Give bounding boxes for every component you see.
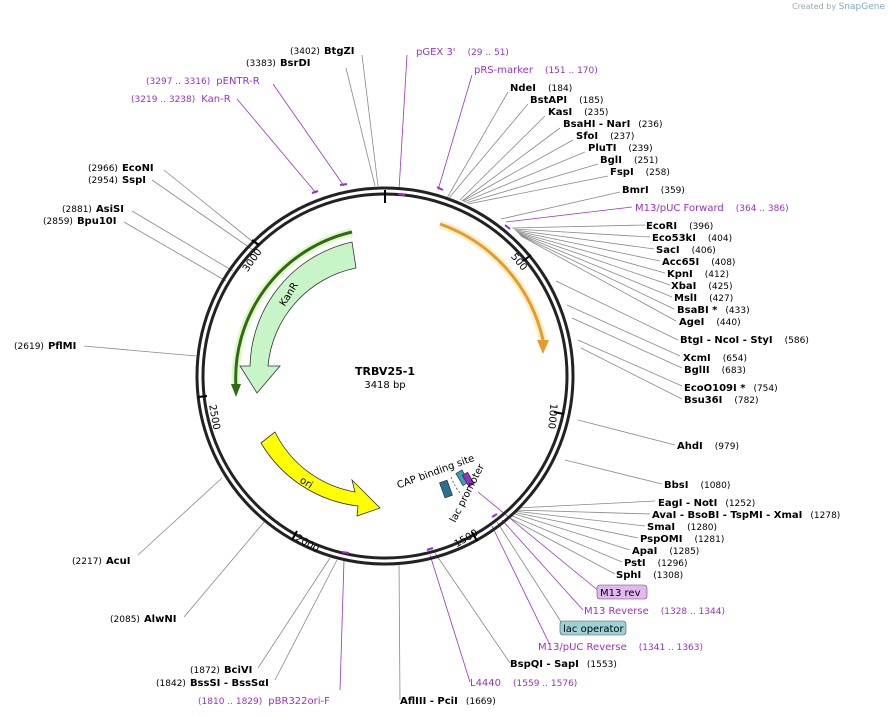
primer-label: M13 Reverse(1328 .. 1344) <box>584 606 725 617</box>
site-label: NdeI(184) <box>510 83 572 94</box>
scale-ticks <box>197 239 565 542</box>
tick-label-2000: 2000 <box>293 533 321 555</box>
site-label: BsaBI *(433) <box>677 305 750 316</box>
tick-label-2500: 2500 <box>206 404 221 431</box>
lac-operator-badge <box>559 620 627 636</box>
lac-operator-label: lac operator <box>563 624 624 635</box>
site-label: KasI(235) <box>548 107 608 118</box>
primer-label: pGEX 3'(29 .. 51) <box>416 47 509 58</box>
site-label: Bsu36I(782) <box>684 395 759 406</box>
site-label: BglI(251) <box>600 155 658 166</box>
primer-label: pRS-marker(151 .. 170) <box>474 65 598 76</box>
green-arrowhead <box>231 384 241 397</box>
snapgene-brand: SnapGene <box>838 2 885 12</box>
site-label: BglII(683) <box>684 365 746 376</box>
site-label: EcoO109I *(754) <box>684 383 778 394</box>
site-label: (2966)EcoNI <box>88 163 154 174</box>
site-label: XbaI(425) <box>671 281 733 292</box>
site-label: (1872)BciVI <box>190 665 252 676</box>
site-label: (2859)Bpu10I <box>43 216 116 227</box>
site-label: AhdI(979) <box>677 441 739 452</box>
primer-label: M13/pUC Forward(364 .. 386) <box>635 203 789 214</box>
site-label: FspI(258) <box>610 167 670 178</box>
m13rev-box <box>461 471 475 487</box>
green-arc <box>234 230 353 389</box>
plasmid-size: 3418 bp <box>364 380 405 391</box>
primer-label: (3219 .. 3238)Kan-R <box>131 94 231 105</box>
site-label: SacI(406) <box>656 245 716 256</box>
primer-ticks <box>311 183 511 554</box>
site-label: PstI(1296) <box>624 558 688 569</box>
site-label: EagI - NotI(1252) <box>658 498 755 509</box>
site-label: BmrI(359) <box>622 185 685 196</box>
orange-feature-arrowhead <box>537 340 549 354</box>
site-label: BstAPI(185) <box>530 95 603 106</box>
snapgene-credit: Created by SnapGene <box>792 2 885 12</box>
lac-promoter-dashes <box>450 476 461 494</box>
site-label: MslI(427) <box>674 293 733 304</box>
site-label: XcmI(654) <box>683 353 747 364</box>
m13-rev-label: M13 rev <box>600 588 641 599</box>
m13-rev-badge <box>596 584 648 600</box>
tick-label-1000: 1000 <box>545 403 558 429</box>
leader-lines <box>83 54 683 701</box>
site-label: AvaI - BsoBI - TspMI - XmaI(1278) <box>652 510 840 521</box>
cap-site-box <box>439 479 453 499</box>
cap-binding-label: CAP binding site <box>396 453 476 491</box>
site-label: Acc65I(408) <box>662 257 735 268</box>
ori-arrow <box>260 431 381 517</box>
site-label: (1842)BssSI - BssSαI <box>156 678 269 689</box>
kanr-arrow <box>239 241 357 394</box>
site-label: SfoI(237) <box>576 131 634 142</box>
site-label: (2881)AsiSI <box>62 204 124 215</box>
site-label: (3402)BtgZI <box>290 46 354 57</box>
site-label: EcoRI(396) <box>646 221 713 232</box>
plasmid-name: TRBV25-1 <box>355 365 415 378</box>
site-label: SmaI(1280) <box>647 522 717 533</box>
left-labels: (3297 .. 3316)pENTR-R (3219 .. 3238)Kan-… <box>14 76 330 707</box>
site-label: PluTI(239) <box>588 143 653 154</box>
site-label: ApaI(1285) <box>632 546 699 557</box>
site-label: AgeI(440) <box>679 317 741 328</box>
orange-feature-arc <box>439 222 545 341</box>
site-label: BspQI - SapI(1553) <box>510 659 617 670</box>
right-labels: (3402)BtgZI (3383)BsrDI pGEX 3'(29 .. 51… <box>246 46 840 707</box>
primer-label: L4440(1559 .. 1576) <box>470 678 577 689</box>
backbone-outer <box>195 186 575 566</box>
site-label: BbsI(1080) <box>664 480 730 491</box>
site-label: KpnI(412) <box>667 269 729 280</box>
site-label: (2085)AlwNI <box>110 614 176 625</box>
primer-label: (3297 .. 3316)pENTR-R <box>146 76 260 87</box>
site-label: Eco53kI(404) <box>652 233 732 244</box>
site-label: (2619)PflMI <box>14 341 76 352</box>
site-label: SphI(1308) <box>616 570 683 581</box>
primer-label: (1810 .. 1829)pBR322ori-F <box>198 696 330 707</box>
site-label: (2954)SspI <box>88 175 146 186</box>
site-label: (3383)BsrDI <box>246 58 310 69</box>
site-label: PspOMI(1281) <box>640 534 724 545</box>
site-label: BtgI - NcoI - StyI(586) <box>680 335 809 346</box>
site-label: BsaHI - NarI(236) <box>563 119 663 130</box>
credit-prefix: Created by <box>792 2 837 11</box>
orange-feature-glow <box>438 220 547 341</box>
site-label: AflIII - PciI(1669) <box>400 696 496 707</box>
primer-label: M13/pUC Reverse(1341 .. 1363) <box>538 642 703 653</box>
site-label: (2217)AcuI <box>72 556 130 567</box>
